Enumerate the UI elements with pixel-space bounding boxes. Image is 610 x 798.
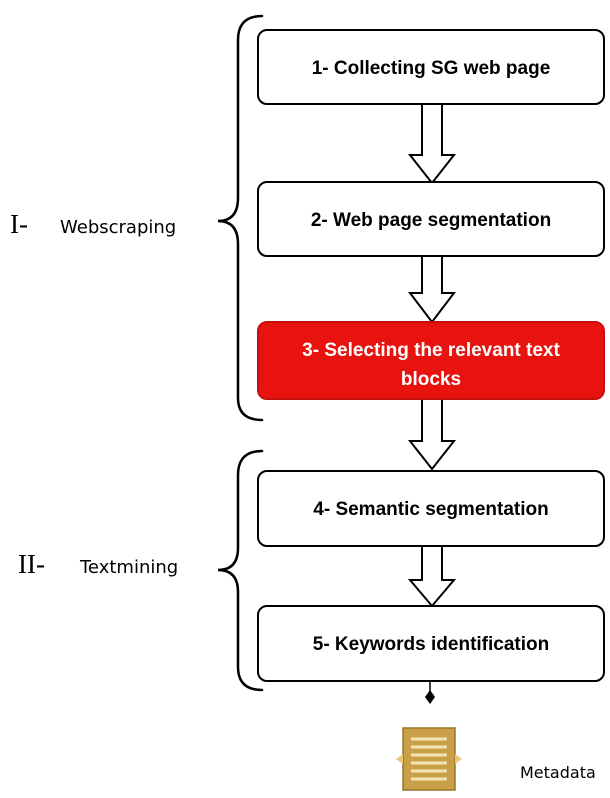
- phase-2-label: Textmining: [79, 557, 178, 578]
- step-3-label-line-1: 3- Selecting the relevant text: [302, 340, 560, 361]
- arrow-down-icon: [407, 398, 457, 471]
- step-2-label: 2- Web page segmentation: [311, 210, 551, 231]
- document-icon: [396, 727, 462, 791]
- metadata-label: Metadata: [520, 763, 596, 782]
- brace-webscraping: [217, 14, 264, 422]
- step-4-label: 4- Semantic segmentation: [313, 499, 548, 520]
- brace-textmining: [217, 449, 264, 692]
- connector-diamond-icon: [425, 690, 435, 704]
- step-1-box: 1- Collecting SG web page: [257, 29, 605, 105]
- step-1-label: 1- Collecting SG web page: [312, 58, 551, 79]
- flow-arrows: [407, 103, 457, 608]
- step-5-label: 5- Keywords identification: [313, 634, 549, 655]
- step-2-box: 2- Web page segmentation: [257, 181, 605, 257]
- step-5-box: 5- Keywords identification: [257, 605, 605, 682]
- phase-2-numeral: II-: [18, 549, 45, 579]
- step-3-label-line-2: blocks: [401, 369, 461, 390]
- phase-1-label: Webscraping: [60, 217, 176, 238]
- step-4-box: 4- Semantic segmentation: [257, 470, 605, 547]
- arrow-down-icon: [407, 103, 457, 185]
- arrow-down-icon: [407, 255, 457, 324]
- phase-1-numeral: I-: [10, 209, 28, 239]
- arrow-down-icon: [407, 545, 457, 608]
- step-3-box: 3- Selecting the relevant text blocks: [257, 321, 605, 400]
